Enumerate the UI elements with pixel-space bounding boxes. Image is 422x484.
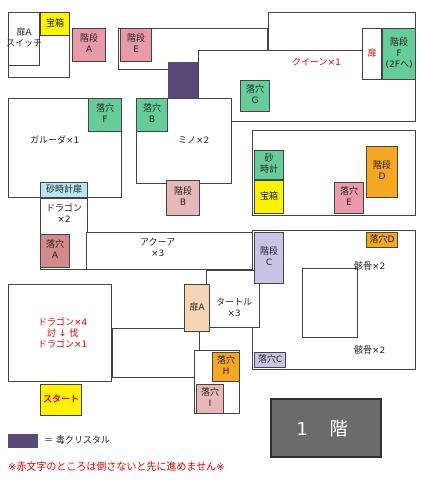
garuda-label: ガルーダ×1 — [30, 136, 80, 146]
pit-f: 落穴 F — [88, 98, 122, 132]
door-right: 扉 — [362, 28, 382, 80]
stairs-e: 階段 E — [120, 28, 152, 62]
stairs-c: 階段 C — [254, 232, 284, 284]
room-aqua-corridor — [86, 232, 254, 270]
note: ※赤文字のところは倒さないと先に進めません※ — [8, 462, 225, 473]
floor-label: 1 階 — [270, 398, 382, 458]
stairs-f: 階段 F (2Fへ) — [382, 28, 416, 80]
pit-a: 落穴 A — [40, 234, 70, 268]
hourglass: 砂 時計 — [254, 150, 284, 180]
hourglass-door: 砂時計扉 — [40, 182, 88, 198]
skeleton-label-1: 骸骨×2 — [354, 262, 386, 272]
room-bottom-corridor — [112, 328, 200, 378]
door-a: 扉A — [184, 284, 210, 332]
skeleton-label-2: 骸骨×2 — [354, 346, 386, 356]
room-label-door-switch: 扉A スイッチ — [6, 12, 42, 66]
queen-label: クイーン×1 — [292, 58, 341, 68]
start-tile: スタート — [40, 384, 82, 416]
corridor-join-6 — [207, 271, 259, 281]
dragon4-label: ドラゴン×4 討 ↓ 伐 ドラゴン×1 — [38, 318, 88, 350]
stairs-b: 階段 B — [166, 180, 200, 216]
turtle-label: タートル ×3 — [216, 298, 253, 319]
legend-crystal-label: ＝ 毒クリスタル — [44, 436, 110, 446]
poison-crystal-1 — [168, 62, 198, 98]
legend-crystal-swatch — [8, 434, 38, 448]
pit-e: 落穴 E — [334, 182, 364, 214]
aqua-label: アクーア ×3 — [140, 238, 176, 259]
pit-g: 落穴 G — [240, 80, 270, 112]
pit-d: 落穴D — [366, 232, 398, 248]
stairs-a: 階段 A — [72, 28, 106, 62]
treasure-chest-2: 宝箱 — [254, 180, 284, 214]
dragon2-label: ドラゴン ×2 — [46, 204, 83, 225]
pit-h: 落穴 H — [212, 352, 240, 382]
pit-i: 落穴 I — [196, 384, 224, 414]
room-east-inner — [302, 268, 358, 338]
room-dragon — [8, 284, 112, 382]
pit-b: 落穴 B — [136, 98, 168, 132]
corridor-join-4 — [113, 329, 123, 377]
pit-c: 落穴C — [254, 352, 286, 368]
treasure-chest-1: 宝箱 — [40, 12, 70, 36]
corridor-join-5 — [195, 351, 205, 377]
mino-label: ミノ×2 — [178, 136, 210, 146]
stairs-d: 階段 D — [366, 146, 398, 198]
corridor-join-2 — [87, 233, 97, 269]
